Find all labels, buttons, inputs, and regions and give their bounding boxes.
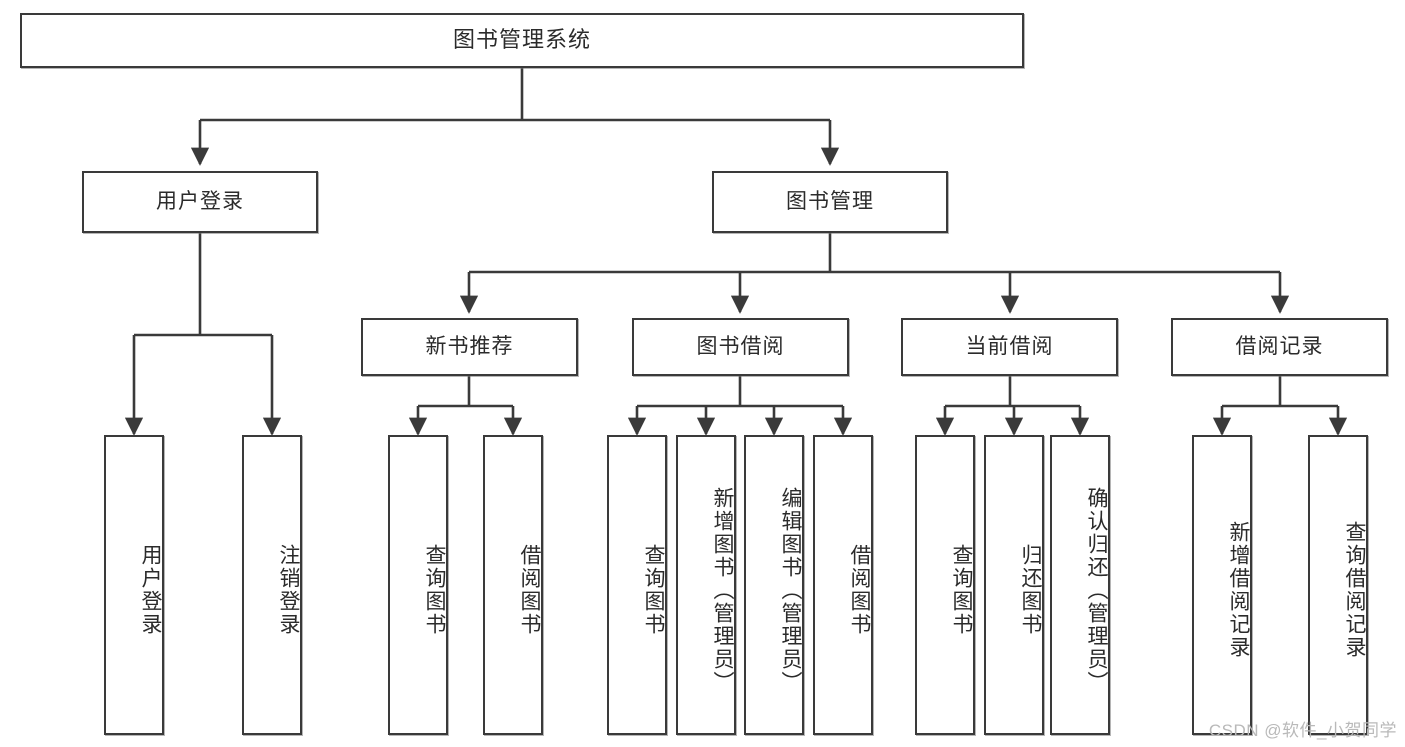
leaf-recommend-query-book[interactable]: 查询图书 [388, 435, 448, 735]
leaf-record-add-borrow-record[interactable]: 新增借阅记录 [1192, 435, 1252, 735]
node-label: 当前借阅 [965, 335, 1054, 359]
node-book-borrow[interactable]: 图书借阅 [632, 318, 849, 376]
node-label: 新增图书（管理员） [711, 486, 734, 694]
node-label: 编辑图书（管理员） [779, 486, 802, 694]
leaf-current-query-book[interactable]: 查询图书 [915, 435, 975, 735]
node-label: 借阅记录 [1235, 335, 1324, 359]
leaf-record-query-borrow-record[interactable]: 查询借阅记录 [1308, 435, 1368, 735]
node-borrow-record[interactable]: 借阅记录 [1171, 318, 1388, 376]
node-current-borrow[interactable]: 当前借阅 [901, 318, 1118, 376]
node-label: 用户登录 [156, 190, 244, 214]
leaf-recommend-borrow-book[interactable]: 借阅图书 [483, 435, 543, 735]
node-label: 图书管理系统 [452, 27, 591, 53]
watermark-csdn: CSDN @软件_小贺同学 [1208, 721, 1397, 740]
node-label: 新增借阅记录 [1227, 521, 1250, 659]
node-label: 查询图书 [950, 544, 973, 636]
leaf-borrow-edit-book-admin[interactable]: 编辑图书（管理员） [744, 435, 804, 735]
leaf-current-return-book[interactable]: 归还图书 [984, 435, 1044, 735]
node-user-login[interactable]: 用户登录 [82, 171, 318, 233]
leaf-borrow-add-book-admin[interactable]: 新增图书（管理员） [676, 435, 736, 735]
node-label: 图书管理 [786, 190, 874, 214]
node-label: 归还图书 [1019, 544, 1042, 636]
node-root-book-management-system[interactable]: 图书管理系统 [20, 13, 1024, 68]
node-label: 新书推荐 [425, 335, 514, 359]
node-label: 借阅图书 [518, 544, 541, 636]
node-label: 借阅图书 [848, 544, 871, 636]
node-label: 查询图书 [423, 544, 446, 636]
node-new-book-recommend[interactable]: 新书推荐 [361, 318, 578, 376]
leaf-current-confirm-return-admin[interactable]: 确认归还（管理员） [1050, 435, 1110, 735]
leaf-borrow-query-book[interactable]: 查询图书 [607, 435, 667, 735]
node-label: 注销登录 [277, 544, 300, 636]
node-label: 查询图书 [642, 544, 665, 636]
leaf-user-login-login[interactable]: 用户登录 [104, 435, 164, 735]
leaf-user-login-logout[interactable]: 注销登录 [242, 435, 302, 735]
node-label: 查询借阅记录 [1343, 521, 1366, 659]
node-label: 用户登录 [139, 544, 162, 636]
node-label: 图书借阅 [696, 335, 785, 359]
node-label: 确认归还（管理员） [1085, 486, 1108, 694]
node-book-management[interactable]: 图书管理 [712, 171, 948, 233]
leaf-borrow-borrow-book[interactable]: 借阅图书 [813, 435, 873, 735]
